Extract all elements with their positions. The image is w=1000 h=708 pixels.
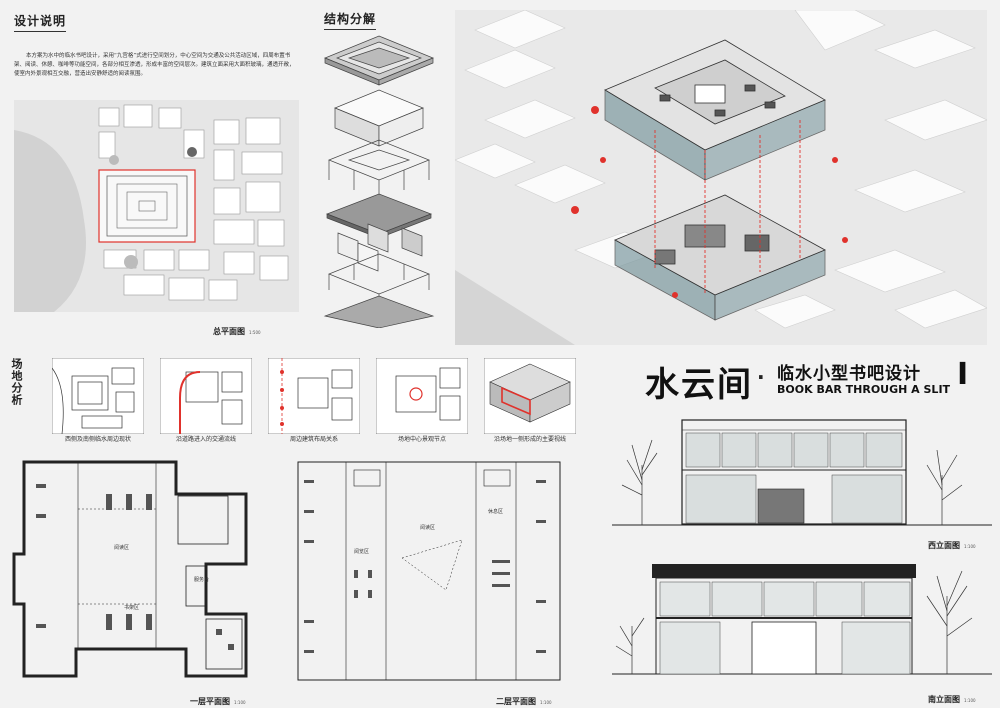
floor2-plan-drawing: 阅览区 阅读区 休息区 xyxy=(296,460,564,684)
project-title-cn-sub: 临水小型书吧设计 xyxy=(777,364,921,384)
site-analysis-label-2: 沿道路进入的交通流线 xyxy=(175,436,236,443)
site-plan-scale: 1:500 xyxy=(249,330,261,335)
site-analysis-label-5: 沿场地一侧形成的主要视线 xyxy=(493,436,566,443)
design-note-section: 设计说明 本方案为水中的临水书吧设计，采用“九宫格”式进行空间划分，中心空间为交… xyxy=(14,10,299,79)
floor1-room-label-1: 阅读区 xyxy=(114,545,130,551)
floor2-room-label-2: 阅读区 xyxy=(420,525,436,531)
floor2-room-label-3: 休息区 xyxy=(488,509,504,515)
project-title-dot: · xyxy=(757,365,765,389)
site-analysis-diagram-4 xyxy=(376,358,468,434)
site-analysis-title: 场地分析 xyxy=(10,358,23,406)
design-note-body: 本方案为水中的临水书吧设计，采用“九宫格”式进行空间划分，中心空间为交通及公共活… xyxy=(14,53,295,77)
structure-exploded-drawing xyxy=(318,28,440,328)
project-title-numeral: I xyxy=(957,357,969,392)
site-analysis-diagram-1 xyxy=(52,358,144,434)
site-analysis-diagram-3 xyxy=(268,358,360,434)
south-elevation-drawing xyxy=(612,556,992,680)
project-title-en: BOOK BAR THROUGH A SLIT xyxy=(777,383,951,396)
west-elevation-drawing xyxy=(612,415,992,530)
project-title-block: 水云间 · 临水小型书吧设计 BOOK BAR THROUGH A SLIT I xyxy=(645,357,990,405)
floor2-caption: 二层平面图 1:100 xyxy=(496,689,552,708)
west-elevation-scale: 1:100 xyxy=(964,544,976,549)
south-elevation-scale: 1:100 xyxy=(964,698,976,703)
site-analysis-label-1: 西侧及南侧临水周边现状 xyxy=(64,436,131,443)
floor1-caption: 一层平面图 1:100 xyxy=(190,689,246,708)
design-note-title: 设计说明 xyxy=(14,12,67,32)
site-analysis-item-2: 沿道路进入的交通流线 xyxy=(160,358,252,443)
floor2-caption-text: 二层平面图 xyxy=(496,697,536,706)
south-elevation-caption-text: 南立面图 xyxy=(928,695,960,704)
site-plan-drawing xyxy=(14,100,299,312)
axonometric-render xyxy=(455,10,987,345)
site-analysis-item-4: 场地中心景观节点 xyxy=(376,358,468,443)
structure-title: 结构分解 xyxy=(324,10,377,30)
site-analysis-item-5: 沿场地一侧形成的主要视线 xyxy=(484,358,576,443)
floor2-scale: 1:100 xyxy=(540,700,552,705)
west-elevation-caption: 西立面图 1:100 xyxy=(928,533,976,552)
floor1-room-label-3: 服务台 xyxy=(194,577,210,583)
project-title-cn-main: 水云间 xyxy=(645,365,753,405)
site-analysis-item-3: 周边建筑布局关系 xyxy=(268,358,360,443)
floor1-scale: 1:100 xyxy=(234,700,246,705)
site-plan-caption-text: 总平面图 xyxy=(213,327,245,336)
site-analysis-label-4: 场地中心景观节点 xyxy=(397,436,446,443)
site-analysis-item-1: 西侧及南侧临水周边现状 xyxy=(52,358,144,443)
site-analysis-label-3: 周边建筑布局关系 xyxy=(289,436,338,443)
floor1-room-label-2: 书架区 xyxy=(124,605,140,611)
floor2-room-label-1: 阅览区 xyxy=(354,549,370,555)
site-analysis-diagram-2 xyxy=(160,358,252,434)
floor1-plan-drawing: 阅读区 书架区 服务台 xyxy=(6,454,254,684)
south-elevation-caption: 南立面图 1:100 xyxy=(928,687,976,706)
site-plan-caption: 总平面图 1:500 xyxy=(213,319,261,338)
site-analysis-diagram-5 xyxy=(484,358,576,434)
floor1-caption-text: 一层平面图 xyxy=(190,697,230,706)
west-elevation-caption-text: 西立面图 xyxy=(928,541,960,550)
